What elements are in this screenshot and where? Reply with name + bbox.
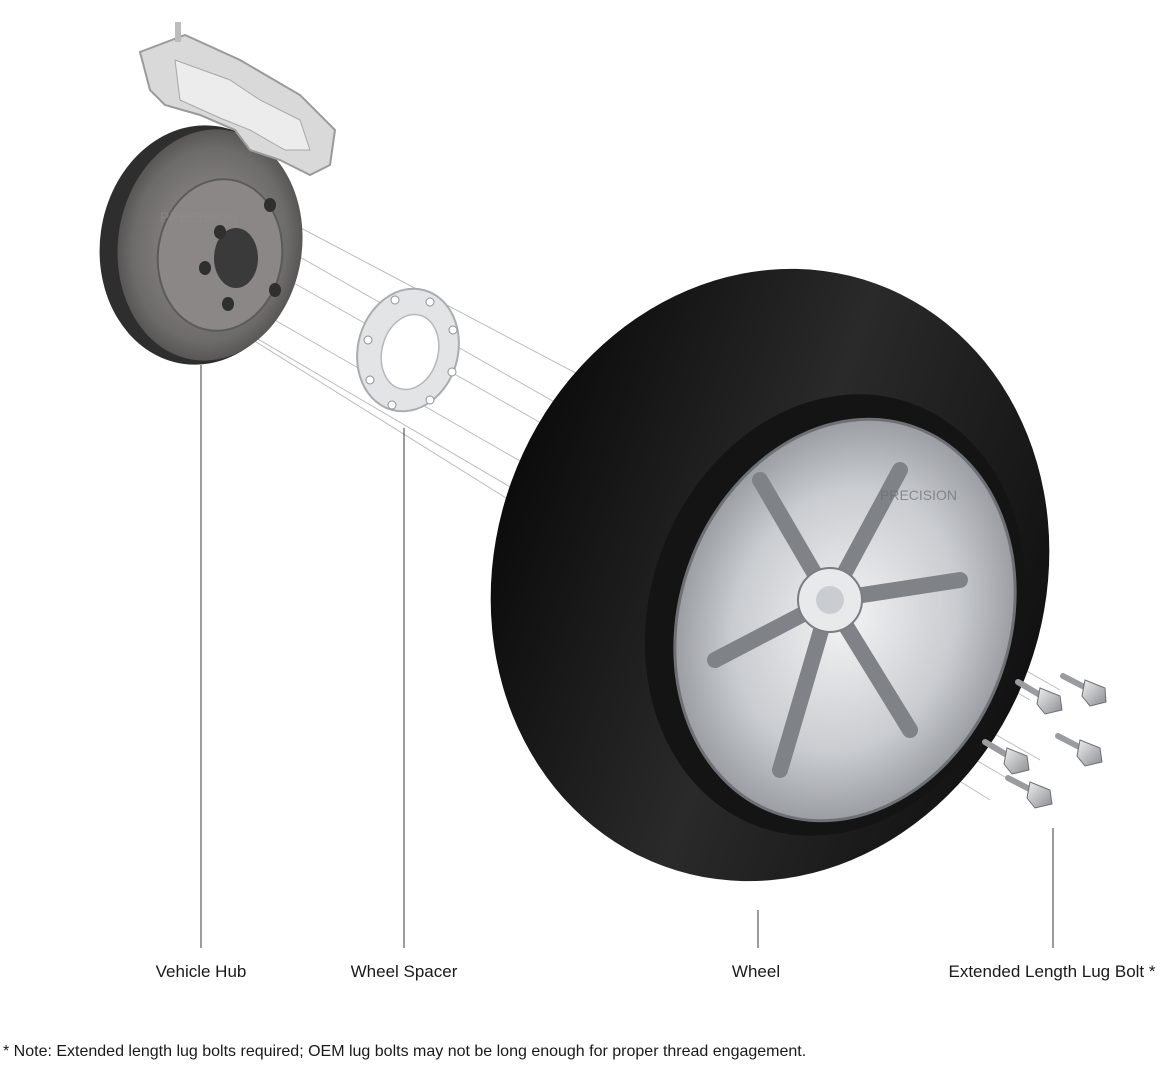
lug-bolt-group <box>982 673 1107 809</box>
label-vehicle-hub: Vehicle Hub <box>155 962 247 981</box>
lug-bolt <box>1055 733 1103 767</box>
footnote: * Note: Extended length lug bolts requir… <box>3 1043 807 1060</box>
label-extended-lug-bolt: Extended Length Lug Bolt * <box>948 962 1156 981</box>
wheel: PRECISION <box>490 268 1050 882</box>
lug-bolt <box>982 739 1030 775</box>
hub-watermark: PRECISION <box>160 209 237 225</box>
label-wheel-spacer: Wheel Spacer <box>350 962 458 981</box>
lug-bolt <box>1060 673 1107 707</box>
vehicle-hub: PRECISION <box>99 22 337 365</box>
label-wheel: Wheel <box>731 962 781 981</box>
wheel-watermark: PRECISION <box>880 487 957 503</box>
wheel-spacer <box>356 287 460 413</box>
lug-bolt <box>1005 775 1053 809</box>
lug-bolt <box>1015 679 1063 715</box>
leader-lines <box>200 365 1054 948</box>
